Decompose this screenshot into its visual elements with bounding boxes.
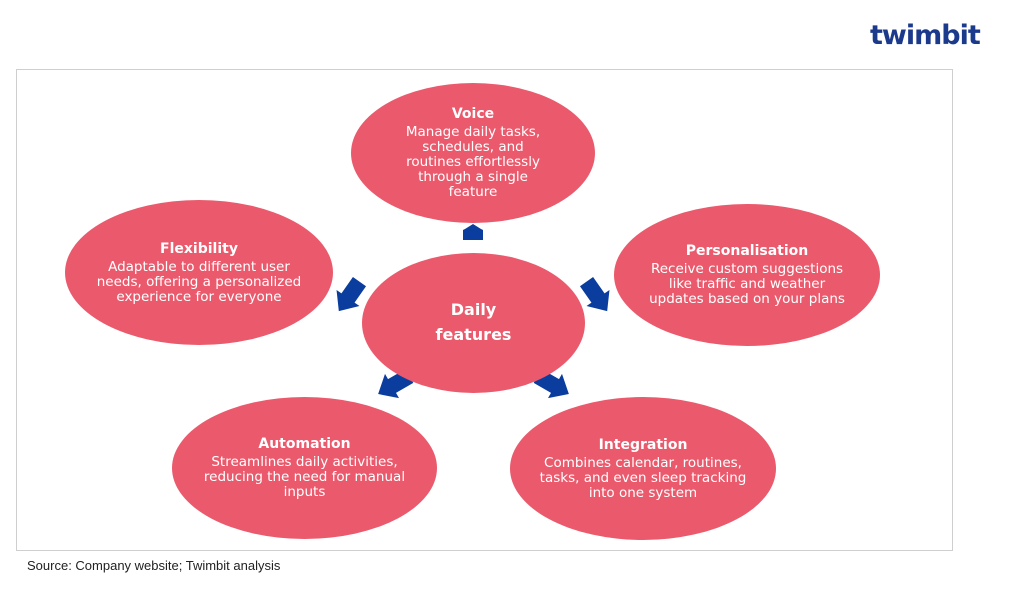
diagram-frame — [16, 69, 953, 551]
node-personalisation: Personalisation Receive custom suggestio… — [614, 204, 880, 346]
center-title: Daily features — [435, 299, 512, 344]
logo-text: twimbit — [870, 20, 981, 51]
node-description: Adaptable to different user needs, offer… — [96, 258, 302, 305]
node-automation: Automation Streamlines daily activities,… — [172, 397, 437, 539]
node-description: Streamlines daily activities, reducing t… — [203, 454, 406, 500]
node-flexibility: Flexibility Adaptable to different user … — [65, 200, 333, 345]
node-title: Integration — [598, 436, 688, 453]
node-title: Flexibility — [160, 240, 238, 257]
node-description: Combines calendar, routines, tasks, and … — [539, 454, 747, 501]
node-description: Receive custom suggestions like traffic … — [649, 261, 845, 307]
node-title: Personalisation — [685, 243, 809, 259]
twimbit-logo: twimbit — [870, 20, 981, 51]
node-title: Voice — [451, 106, 495, 122]
source-note: Source: Company website; Twimbit analysi… — [27, 558, 281, 573]
arrow-right-icon — [579, 277, 610, 312]
node-center: Daily features — [362, 253, 585, 393]
node-title: Automation — [258, 436, 351, 452]
node-voice: Voice Manage daily tasks, schedules, and… — [351, 83, 595, 223]
arrow-left-icon — [336, 277, 367, 312]
node-description: Manage daily tasks, schedules, and routi… — [405, 124, 541, 200]
arrow-up-icon — [441, 224, 505, 240]
node-integration: Integration Combines calendar, routines,… — [510, 397, 776, 540]
